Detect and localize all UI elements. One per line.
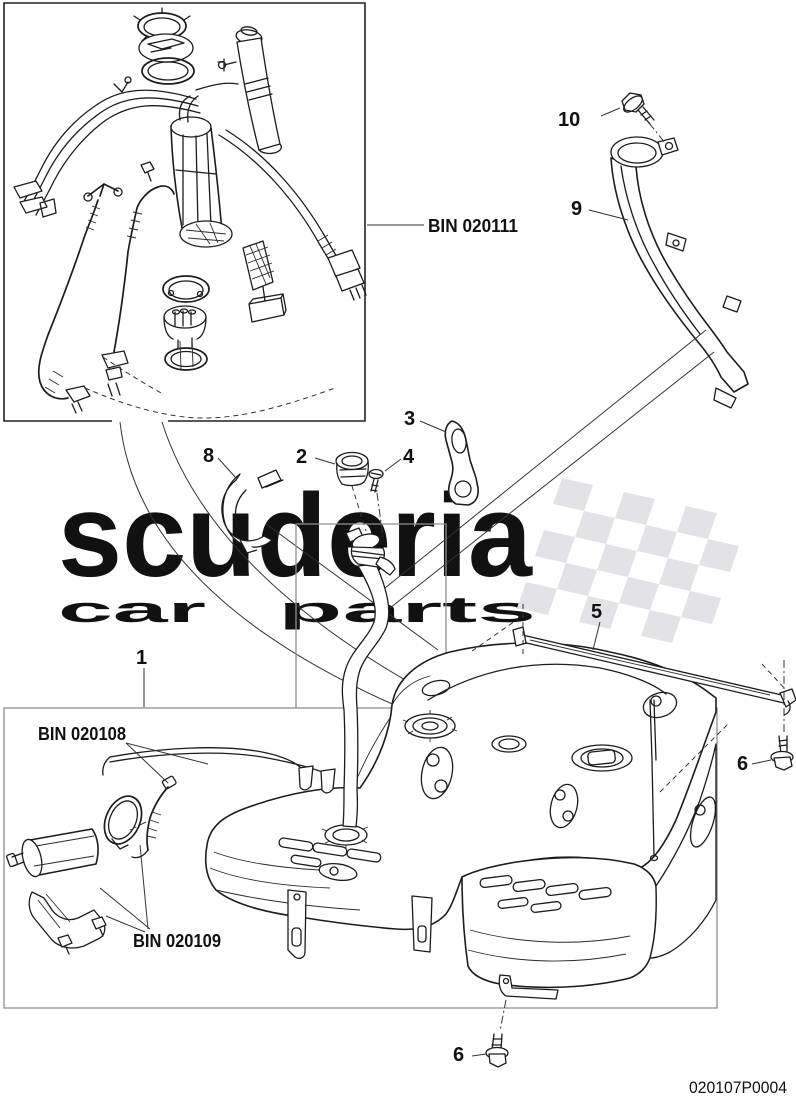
tank-rib-slots-left [278, 837, 382, 868]
filler-pipe-strap [610, 136, 749, 409]
leader-line-strap [384, 329, 707, 589]
leader-line-8 [217, 457, 237, 479]
leader-line-3 [419, 420, 447, 433]
checkered-flag [517, 478, 739, 643]
tank-sender-cap [491, 735, 527, 753]
bolt-alignment-line [499, 999, 507, 1032]
callout-6-right: 6 [737, 753, 748, 775]
callout-2: 2 [296, 446, 307, 468]
watermark-tagline-car: car [58, 589, 206, 630]
fuel-pump-module [170, 95, 233, 248]
tank-mount-pad [549, 783, 579, 829]
tank-bottom-bracket [498, 974, 559, 1000]
tank-box [3, 707, 718, 1009]
rail-alignment-line [471, 618, 519, 652]
tank-rear-right-face [649, 743, 717, 959]
vent-hose-left [37, 183, 123, 414]
tank-right-opening [571, 744, 633, 772]
sender-seal-ring [164, 338, 208, 371]
hose-clamp [221, 469, 284, 554]
leader-line-bin108 [125, 742, 169, 784]
bin-label-020108: BIN 020108 [38, 724, 126, 744]
pump-hose-bundle [13, 76, 239, 218]
leader-line-bin109 [105, 915, 146, 933]
screw-alignment-line [376, 492, 384, 538]
callout-1: 1 [136, 647, 147, 669]
vent-hose-right [101, 185, 175, 397]
line-nipple [320, 768, 336, 794]
flange-screw [368, 468, 384, 493]
filler-pipe [341, 527, 396, 828]
fuel-filter [6, 828, 99, 878]
leader-line-pump-to-tank [161, 421, 453, 707]
filler-cap [335, 451, 369, 487]
bolt-alignment-line [648, 122, 667, 145]
filler-neck-flange [345, 527, 396, 576]
leader-line-10 [600, 107, 621, 117]
tank-pump-opening [402, 710, 458, 742]
leader-line-bin109 [99, 887, 151, 930]
hose-end-fitting [101, 350, 129, 369]
tank-bolt-right [770, 735, 794, 771]
bin-label-020111: BIN 020111 [428, 216, 518, 236]
watermark-tagline-parts: parts [278, 589, 536, 630]
strap-bolt [621, 92, 655, 125]
callout-10: 10 [558, 109, 580, 131]
callout-4: 4 [403, 446, 415, 468]
leader-line-clamp [265, 523, 439, 651]
leader-line-4 [384, 458, 402, 472]
pump-inset-box [3, 2, 367, 422]
leader-line-bin109 [139, 844, 149, 930]
leader-line-2 [314, 457, 336, 465]
tank-mount-pad [420, 746, 454, 800]
float [248, 297, 285, 323]
pump-seal-ring [141, 57, 195, 85]
sender-unit-cup [163, 305, 207, 350]
tank-position-dashed-line [102, 356, 164, 395]
tank-rib-slots-right [479, 874, 612, 913]
leader-line-9 [588, 209, 629, 221]
mounting-bracket [444, 420, 479, 506]
rail-alignment-line [761, 663, 787, 691]
electrical-connector [327, 249, 367, 301]
hose-elbow-fitting [65, 385, 91, 403]
sender-lock-ring [162, 275, 210, 303]
filler-vent-tube [217, 26, 282, 155]
fuel-tank [204, 642, 717, 1000]
leader-line-6b [471, 1053, 487, 1057]
callout-9: 9 [571, 198, 582, 220]
line-nipple [298, 765, 314, 791]
pump-wiring-hose [218, 129, 367, 301]
callout-6-bottom: 6 [453, 1044, 464, 1066]
tank-mount-pad [642, 691, 678, 719]
tank-strap [287, 889, 307, 959]
inset-box-border [3, 2, 366, 422]
leader-line-strap [389, 351, 715, 609]
drawing-number: 020107P0004 [689, 1078, 787, 1097]
bin-label-020109: BIN 020109 [133, 931, 221, 951]
filter-bracket [28, 891, 107, 955]
small-bolt [140, 161, 155, 182]
tank-vent-line [649, 699, 657, 857]
hose-connector [13, 180, 43, 199]
leader-line-5 [592, 621, 601, 651]
callout-5: 5 [591, 601, 602, 623]
leader-line-bin108 [125, 742, 209, 765]
filter-clamp-ring [103, 795, 143, 850]
tank-position-dashed-line [84, 387, 336, 419]
tank-bolt-bottom [485, 1033, 509, 1068]
callout-3: 3 [404, 408, 415, 430]
flange-nipple [375, 556, 396, 576]
tank-mount-pad [689, 796, 717, 848]
fuel-line-harness [102, 747, 336, 859]
fuel-level-sender [242, 240, 287, 323]
hose-connector [19, 196, 48, 214]
watermark: scuderia car parts [58, 470, 739, 643]
rail-alignment-line [659, 721, 731, 793]
callout-8: 8 [203, 445, 214, 467]
tank-strap [411, 895, 433, 953]
leader-line-6 [751, 759, 772, 765]
